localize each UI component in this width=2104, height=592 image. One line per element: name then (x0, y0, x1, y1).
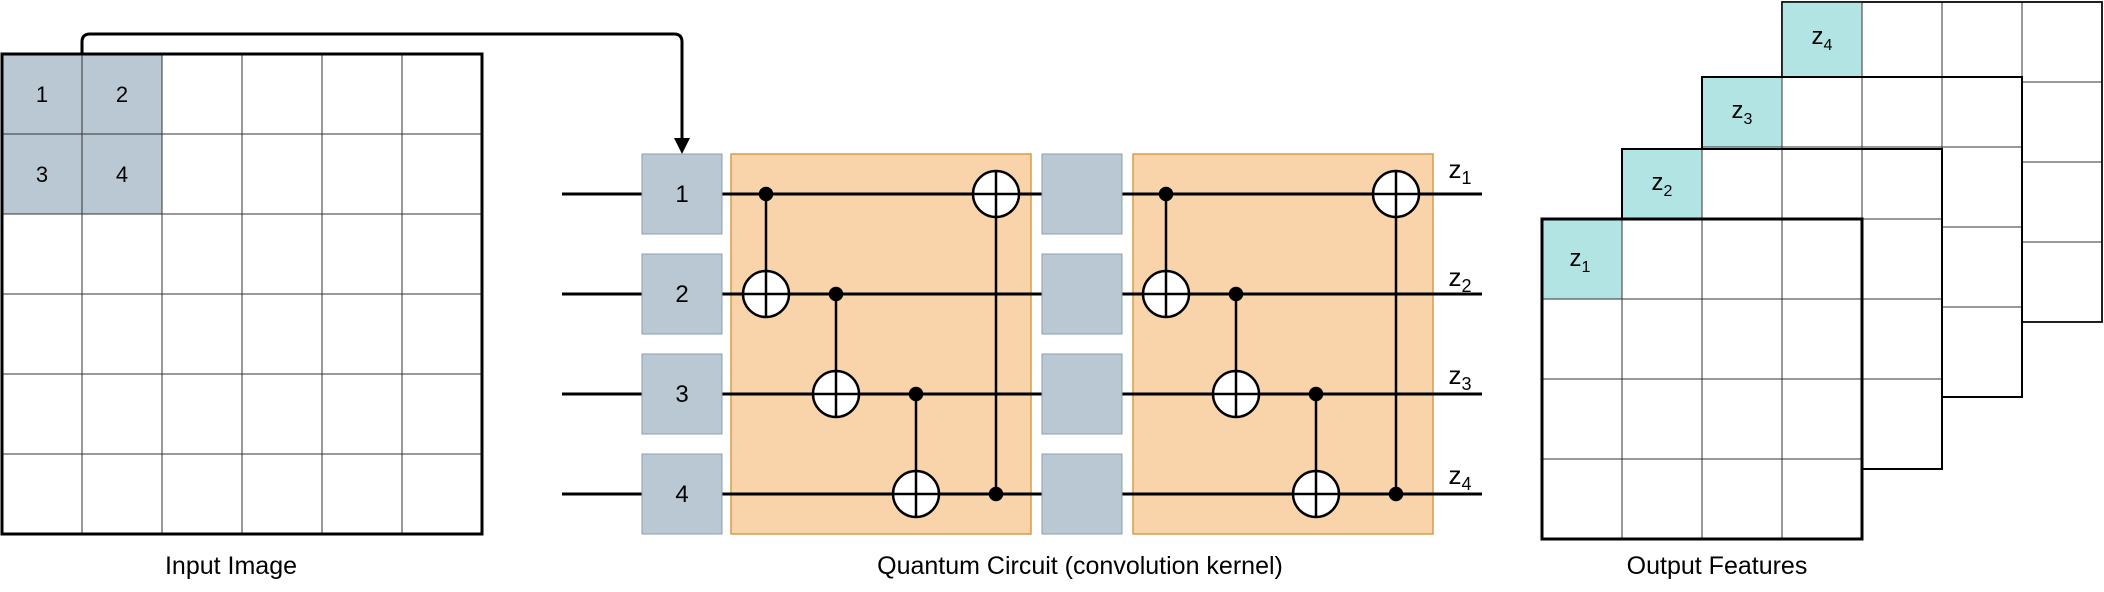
cnot-gate (971, 169, 1021, 502)
kernel-block-2 (1132, 153, 1434, 535)
middle-gates (1041, 153, 1123, 535)
patch-value-4: 4 (116, 162, 128, 187)
cnot-gate (1141, 186, 1191, 319)
feature-label-z3: z3 (1732, 97, 1753, 128)
cnot-gates-block-2 (1141, 169, 1421, 519)
qubit-label-4: 4 (675, 481, 688, 508)
qubit-label-1: 1 (675, 181, 688, 208)
cnot-gates-block-1 (741, 169, 1021, 519)
patch-value-2: 2 (116, 82, 128, 107)
output-label-z2: z2 (1448, 262, 1471, 296)
output-features-label: Output Features (1627, 552, 1808, 580)
output-label-z1: z1 (1448, 154, 1471, 188)
feature-label-z2: z2 (1652, 169, 1673, 200)
feature-map-z1: z1 (1540, 217, 1864, 541)
cnot-gate (891, 386, 941, 519)
kernel-block-1 (730, 153, 1032, 535)
cnot-gate (741, 186, 791, 319)
patch-value-3: 3 (36, 162, 48, 187)
patch-to-circuit-arrow (80, 32, 690, 154)
patch-cell-2 (82, 54, 162, 134)
cnot-gate (1211, 286, 1261, 419)
cnot-gate (1291, 386, 1341, 519)
patch-value-1: 1 (36, 82, 48, 107)
input-image: 1 2 3 4 Input Image (0, 52, 484, 580)
patch-cell-3 (2, 134, 82, 214)
output-label-z4: z4 (1448, 460, 1471, 494)
encoding-gates (641, 153, 723, 535)
quantum-circuit: 1 2 3 4 (562, 153, 1482, 580)
feature-label-z1: z1 (1570, 245, 1591, 276)
circuit-label: Quantum Circuit (convolution kernel) (877, 552, 1283, 580)
feature-label-z4: z4 (1812, 23, 1833, 54)
patch-cell-4 (82, 134, 162, 214)
input-grid-lines (2, 54, 482, 534)
patch-cell-1 (2, 54, 82, 134)
qubit-label-2: 2 (675, 281, 688, 308)
input-image-border (0, 52, 484, 536)
qubit-label-3: 3 (675, 381, 688, 408)
output-label-z3: z3 (1448, 360, 1471, 394)
cnot-gate (1371, 169, 1421, 502)
input-image-label: Input Image (165, 552, 297, 580)
output-features: z4 z3 z2 (1540, 1, 2103, 580)
cnot-gate (811, 286, 861, 419)
